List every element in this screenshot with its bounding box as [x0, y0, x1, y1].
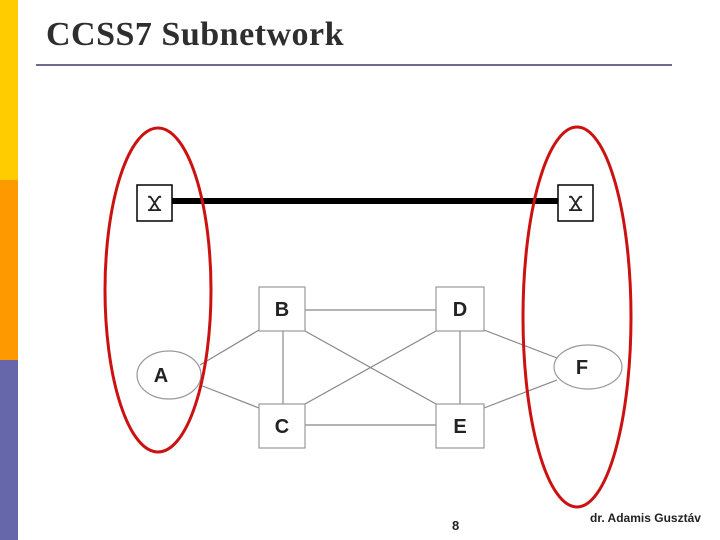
stp-right-icon: Ϫ — [568, 192, 583, 216]
node-f-label: F — [576, 357, 588, 379]
title-underline — [36, 64, 672, 66]
node-c-label: C — [275, 416, 289, 438]
stp-right: Ϫ — [557, 184, 594, 222]
link-e-f — [483, 379, 558, 409]
accent-bar-yellow — [0, 0, 18, 180]
right-highlight-ellipse — [521, 125, 633, 509]
page-title: CCSS7 Subnetwork — [46, 16, 345, 53]
stp-left: Ϫ — [136, 184, 173, 222]
link-d-c — [304, 330, 437, 405]
node-b-label: B — [275, 299, 289, 321]
node-f-circle — [553, 344, 623, 390]
stp-left-icon: Ϫ — [147, 192, 162, 216]
link-a-c — [199, 384, 260, 409]
node-e-box — [435, 403, 485, 449]
accent-bar-blue — [0, 360, 18, 540]
author-credit: dr. Adamis Gusztáv — [590, 511, 701, 525]
page-number: 8 — [452, 518, 460, 533]
node-a-circle — [136, 350, 202, 400]
mesh-links — [199, 309, 558, 426]
node-e-label: E — [453, 416, 466, 438]
node-d-box — [435, 286, 485, 332]
left-highlight-ellipse — [103, 126, 213, 454]
node-d-label: D — [453, 299, 467, 321]
node-c-box — [258, 403, 306, 449]
accent-bar-orange — [0, 180, 18, 360]
side-accent-bar — [0, 0, 18, 540]
node-b-box — [258, 286, 306, 332]
link-d-f — [483, 329, 558, 359]
link-a-b — [199, 329, 260, 366]
node-a-label: A — [154, 365, 168, 387]
